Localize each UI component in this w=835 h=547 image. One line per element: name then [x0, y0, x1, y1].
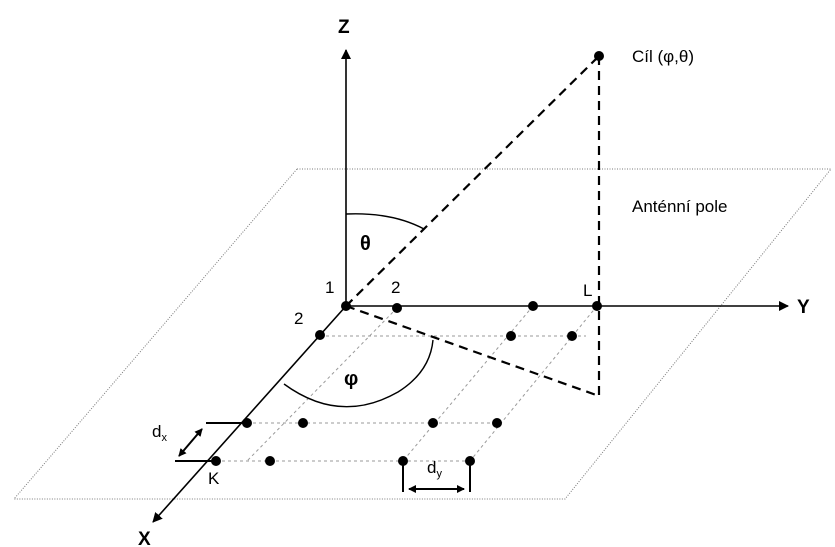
x-last-index-label: K [208, 469, 220, 488]
theta-label: θ [360, 233, 371, 255]
dx-label: dx [152, 422, 167, 444]
element-dot [265, 456, 275, 466]
element-dot [567, 331, 577, 341]
array-grid-lines [216, 305, 598, 462]
element-dot [492, 418, 502, 428]
element-dot [341, 301, 351, 311]
element-dot [298, 418, 308, 428]
x-second-index-label: 2 [294, 309, 303, 328]
theta-arc [345, 213, 425, 230]
x-axis-label: X [138, 529, 151, 547]
element-dot [592, 301, 602, 311]
target-direction-line [345, 55, 600, 307]
dy-label: dy [427, 458, 442, 480]
element-dot [506, 331, 516, 341]
z-axis-label: Z [338, 17, 350, 38]
x-axis [152, 305, 347, 523]
phi-label: φ [344, 368, 358, 390]
dx-label-sub: x [161, 432, 167, 444]
element-dot [392, 303, 402, 313]
dx-label-base: d [152, 422, 161, 441]
dx-dimension [175, 422, 247, 462]
origin-index-label: 1 [325, 278, 334, 297]
dy-label-base: d [427, 458, 436, 477]
element-dot [315, 330, 325, 340]
target-ground-projection [345, 304, 600, 398]
y-axis-label: Y [797, 297, 810, 318]
element-dot [528, 301, 538, 311]
phi-arc [283, 339, 434, 408]
plane-label: Anténní pole [632, 197, 727, 216]
element-dot [428, 418, 438, 428]
antenna-plane [12, 168, 833, 500]
array-elements [211, 301, 602, 466]
target-point [594, 51, 604, 61]
dy-dimension [402, 461, 471, 493]
target-label: Cíl (φ,θ) [632, 47, 694, 66]
y-second-index-label: 2 [391, 278, 400, 297]
y-last-index-label: L [583, 281, 592, 300]
dy-label-sub: y [436, 468, 442, 480]
